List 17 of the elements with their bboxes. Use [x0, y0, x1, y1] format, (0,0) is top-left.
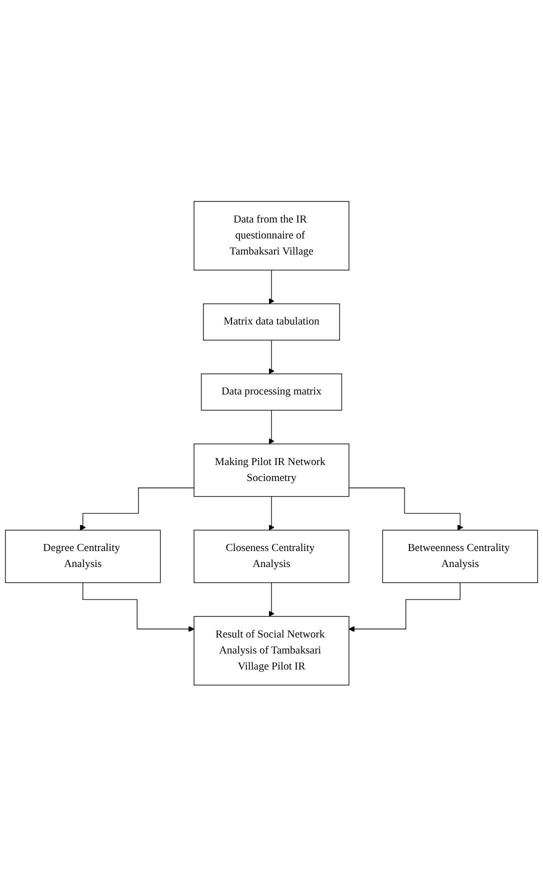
- arrow: [348, 582, 460, 632]
- arrow: [348, 487, 464, 530]
- node-box: Closeness Centrality Analysis: [194, 530, 350, 583]
- arrow: [268, 410, 274, 444]
- arrow: [268, 340, 274, 374]
- node-box: Degree Centrality Analysis: [5, 530, 161, 583]
- arrow: [82, 582, 194, 632]
- node-box: Betweenness Centrality Analysis: [382, 530, 538, 583]
- node-box: Data processing matrix: [200, 373, 342, 410]
- node-box: Making Pilot IR Network Sociometry: [194, 443, 350, 497]
- arrow: [268, 270, 274, 304]
- node-box: Data from the IR questionnaire of Tambaksari Village: [194, 200, 350, 270]
- arrow: [80, 487, 194, 530]
- arrow: [268, 582, 274, 616]
- arrow: [268, 496, 274, 530]
- node-box: Matrix data tabulation: [203, 303, 340, 340]
- node-box: Result of Social Network Analysis of Tambaksari Village Pilot IR: [194, 616, 350, 686]
